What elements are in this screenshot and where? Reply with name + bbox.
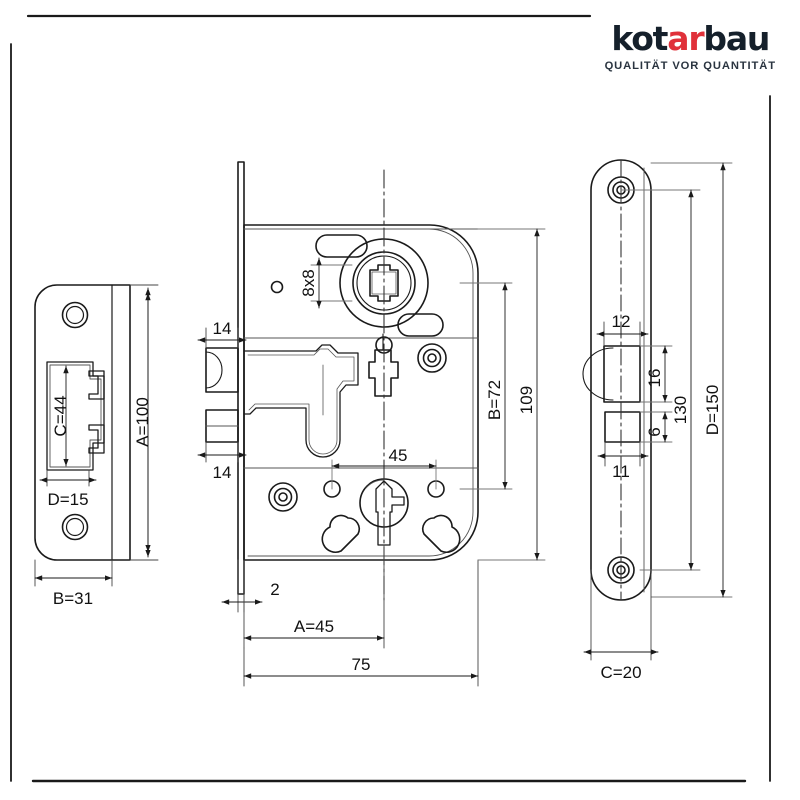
- brand-word-part1: kot: [611, 19, 668, 58]
- dim-label-12: 12: [612, 312, 631, 331]
- faceplate-dimensions: [583, 162, 733, 661]
- screw-boss-top-right: [417, 343, 447, 373]
- screw-boss-bottom-left: [268, 482, 298, 512]
- strike-plate-bolt-aperture: [88, 424, 105, 454]
- dim-label-C-44: C=44: [51, 395, 70, 436]
- lock-body-dimensions: [197, 228, 546, 687]
- dim-label-11: 11: [612, 462, 630, 481]
- dim-label-B-31: B=31: [53, 589, 93, 608]
- dim-label-B-72: B=72: [485, 380, 504, 420]
- latch-bolt: [205, 347, 239, 393]
- faceplate-bolt-opening: [604, 411, 641, 443]
- follower-lug-top: [315, 234, 368, 258]
- dim-label-16: 16: [645, 369, 664, 388]
- brand-word-accent: ar: [667, 19, 704, 58]
- page-frame: [10, 14, 771, 783]
- faceplate-latch-opening: [582, 345, 641, 403]
- spindle-follower: [315, 234, 444, 337]
- heart-cutout-left: [321, 514, 360, 553]
- dim-label-14-top: 14: [213, 319, 232, 338]
- dim-label-45: 45: [389, 446, 408, 465]
- case-hole-upper-left: [270, 280, 284, 294]
- brand-tagline: QUALITÄT VOR QUANTITÄT: [604, 60, 776, 72]
- brand-logo: kotarbau QUALITÄT VOR QUANTITÄT: [605, 22, 776, 72]
- faceplate-view: [582, 159, 652, 601]
- dim-label-A-100: A=100: [133, 397, 152, 447]
- dead-bolt: [205, 409, 239, 443]
- latch-lever-profile: [243, 344, 359, 458]
- strike-plate-dimensions: [34, 284, 159, 587]
- strike-plate-outline: [34, 284, 131, 561]
- lock-body-view: [205, 161, 479, 601]
- strike-plate-latch-aperture: [88, 370, 105, 400]
- dim-label-D-15: D=15: [47, 490, 88, 509]
- follower-lug-bottom: [397, 313, 444, 337]
- heart-cutout-right: [422, 514, 461, 553]
- strike-plate-view: [34, 284, 131, 561]
- dim-label-D-150: D=150: [703, 385, 722, 436]
- dim-label-C-20: C=20: [600, 663, 641, 682]
- dim-label-A-45: A=45: [294, 617, 334, 636]
- lock-case-outline: [243, 224, 479, 561]
- dim-label-8x8: 8x8: [299, 269, 318, 296]
- dim-label-2: 2: [270, 580, 279, 599]
- strike-plate-screw-hole-bottom: [61, 513, 89, 541]
- brand-word-part2: bau: [703, 19, 770, 58]
- brand-wordmark: kotarbau: [605, 22, 776, 55]
- dim-label-109: 109: [517, 386, 536, 414]
- dim-label-75: 75: [352, 655, 371, 674]
- lock-faceplate-strip: [237, 161, 245, 595]
- dim-label-130: 130: [671, 396, 690, 424]
- dim-label-6: 6: [645, 427, 664, 436]
- dim-label-14-bottom: 14: [213, 463, 232, 482]
- spindle-square-hole: [369, 264, 399, 302]
- strike-plate-screw-hole-top: [61, 301, 89, 329]
